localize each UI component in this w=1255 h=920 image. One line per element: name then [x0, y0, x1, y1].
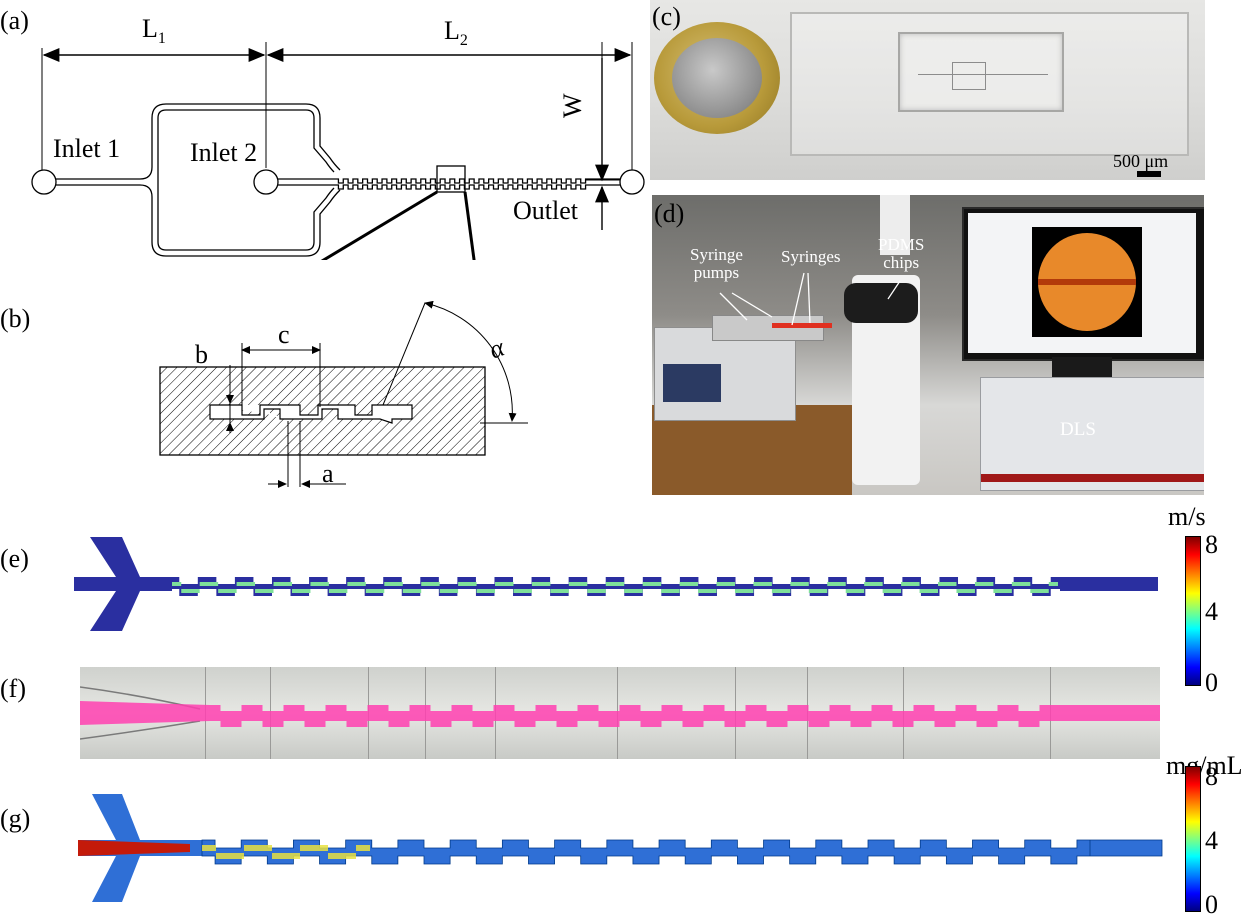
velocity-colorbar: [1185, 536, 1201, 686]
dls-label: DLS: [1060, 419, 1096, 440]
l2-label: L2: [444, 16, 468, 50]
concentration-unit: mg/mL: [1166, 751, 1243, 780]
inlet2-channel: [253, 169, 336, 195]
concentration-tick-mid: 4: [1205, 826, 1218, 855]
velocity-inlet-junction: [74, 537, 172, 631]
velocity-core-streak: [172, 582, 1058, 593]
panel-f-label: (f): [0, 674, 26, 703]
w-label: W: [558, 93, 587, 118]
pdms-block: [898, 32, 1064, 112]
zoom-line-left: [320, 190, 438, 260]
panel-g-label: (g): [0, 804, 31, 833]
syringe-pump: [654, 327, 796, 421]
dim-b-label: b: [195, 340, 208, 369]
concentration-field-sim: [78, 794, 1163, 902]
monitor: [962, 207, 1204, 361]
dls-instrument: [980, 377, 1204, 491]
velocity-tick-max: 8: [1205, 530, 1218, 559]
setup-photo: [652, 195, 1204, 495]
dls-stripe: [981, 474, 1204, 482]
experiment-overlay: [80, 686, 1160, 740]
panel-e-label: (e): [0, 544, 29, 573]
panel-d-label: (d): [654, 199, 685, 228]
inlet2-label: Inlet 2: [190, 138, 258, 167]
concentration-mixing-zone: [202, 845, 370, 859]
pump-drive: [712, 315, 824, 341]
microscope-view: [1038, 233, 1136, 331]
concentration-colorbar: [1185, 766, 1201, 912]
monitor-screen: [968, 213, 1196, 353]
syringe-red: [772, 323, 832, 328]
velocity-field-sim: [74, 537, 1158, 631]
microscope-lamp: [880, 195, 910, 255]
serpentine-cross-section: [159, 300, 528, 488]
chip-channel-trace: [918, 74, 1048, 75]
dim-a-label: a: [322, 459, 334, 488]
concentration-high-inlet: [78, 840, 190, 856]
velocity-serpentine: [170, 577, 1158, 596]
outlet-label: Outlet: [513, 196, 578, 225]
velocity-unit: m/s: [1168, 502, 1206, 531]
chip-chamber: [952, 62, 986, 90]
monitor-image-frame: [1032, 227, 1142, 337]
flow-stream: [1038, 279, 1136, 285]
syringes-label: Syringes: [781, 247, 841, 266]
chip-photo: [650, 0, 1205, 180]
velocity-tick-min: 0: [1205, 668, 1218, 697]
l1-label: L1: [142, 14, 166, 48]
inlet1-loop-channel: [31, 103, 341, 257]
channel-schematic: [31, 42, 645, 260]
panel-b-label: (b): [0, 304, 31, 333]
photo-pointer-lines: [719, 272, 901, 326]
panel-c-label: (c): [652, 2, 681, 31]
concentration-serpentine: [201, 839, 1163, 865]
velocity-tick-mid: 4: [1205, 597, 1218, 626]
panel-a-label: (a): [0, 6, 29, 35]
zoom-line-right: [463, 191, 476, 260]
scale-bar: [1137, 171, 1161, 177]
scale-bar-label: 500 μm: [1113, 151, 1169, 171]
inlet1-label: Inlet 1: [53, 134, 121, 163]
outlet-port: [588, 169, 645, 195]
concentration-tick-min: 0: [1205, 890, 1218, 919]
microscope-eyepieces: [844, 283, 918, 323]
dim-c-label: c: [278, 320, 290, 349]
coin-center: [672, 38, 762, 118]
serpentine-channel: [336, 178, 588, 190]
concentration-tick-max: 8: [1205, 762, 1218, 791]
pump-screen: [663, 364, 721, 402]
zoom-box: [436, 165, 466, 193]
dye-stream: [80, 701, 1160, 727]
euro-coin: [654, 22, 780, 134]
